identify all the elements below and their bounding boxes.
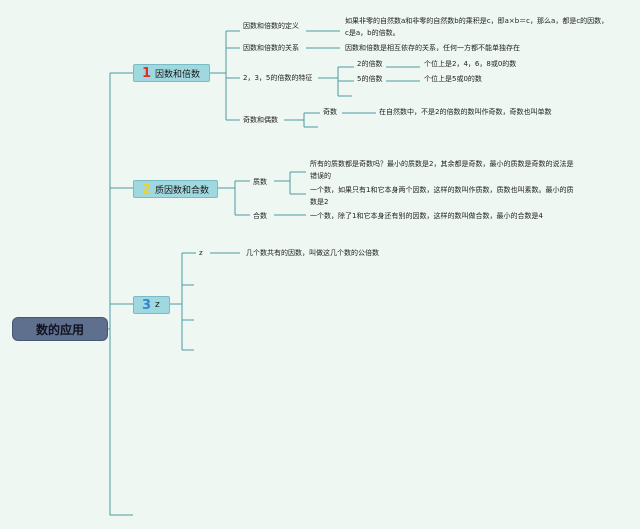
z-text: 几个数共有的因数，叫做这几个数的公倍数 (246, 249, 379, 257)
root-topic[interactable]: 数的应用 (12, 317, 108, 341)
topic-prime[interactable]: 质数 (253, 178, 267, 186)
branch-factors-multiples[interactable]: 1 因数和倍数 (133, 64, 210, 82)
prime-question-text: 所有的质数都是奇数吗？最小的质数是2，其余都是奇数，最小的质数是奇数的说法是错误… (310, 160, 574, 180)
topic-z[interactable]: z (199, 249, 203, 257)
multiples-of-5[interactable]: 5的倍数 (357, 75, 383, 83)
topic-odd-even[interactable]: 奇数和偶数 (243, 116, 278, 124)
multiples-of-5-text: 个位上是5或0的数 (424, 75, 482, 83)
definition-text: 如果非零的自然数a和非零的自然数b的乘积是c，即a×b＝c，那么a，都是c的因数… (345, 17, 609, 37)
relation-text: 因数和倍数是相互依存的关系，任何一方都不能单独存在 (345, 44, 520, 52)
branch-prime-composite[interactable]: 2 质因数和合数 (133, 180, 218, 198)
branch-number: 3 (142, 297, 152, 313)
multiples-of-2-text: 个位上是2，4，6，8或0的数 (424, 60, 517, 68)
branch-number: 2 (142, 181, 152, 197)
odd-number-text: 在自然数中，不是2的倍数的数叫作奇数，奇数也叫单数 (379, 108, 552, 116)
topic-multiples-features[interactable]: 2，3，5的倍数的特征 (243, 74, 313, 82)
topic-composite[interactable]: 合数 (253, 212, 267, 220)
multiples-of-2[interactable]: 2的倍数 (357, 60, 383, 68)
topic-relation[interactable]: 因数和倍数的关系 (243, 44, 299, 52)
branch-number: 1 (142, 65, 152, 81)
odd-number[interactable]: 奇数 (323, 108, 337, 116)
topic-definition[interactable]: 因数和倍数的定义 (243, 22, 299, 30)
branch-label: 质因数和合数 (155, 185, 210, 196)
branch-label: z (155, 300, 160, 310)
branch-label: 因数和倍数 (155, 69, 201, 80)
prime-definition-text: 一个数，如果只有1和它本身两个因数，这样的数叫作质数，质数也叫素数。最小的质数是… (310, 186, 574, 206)
composite-text: 一个数，除了1和它本身还有别的因数，这样的数叫做合数，最小的合数是4 (310, 212, 543, 220)
branch-z[interactable]: 3 z (133, 296, 170, 314)
